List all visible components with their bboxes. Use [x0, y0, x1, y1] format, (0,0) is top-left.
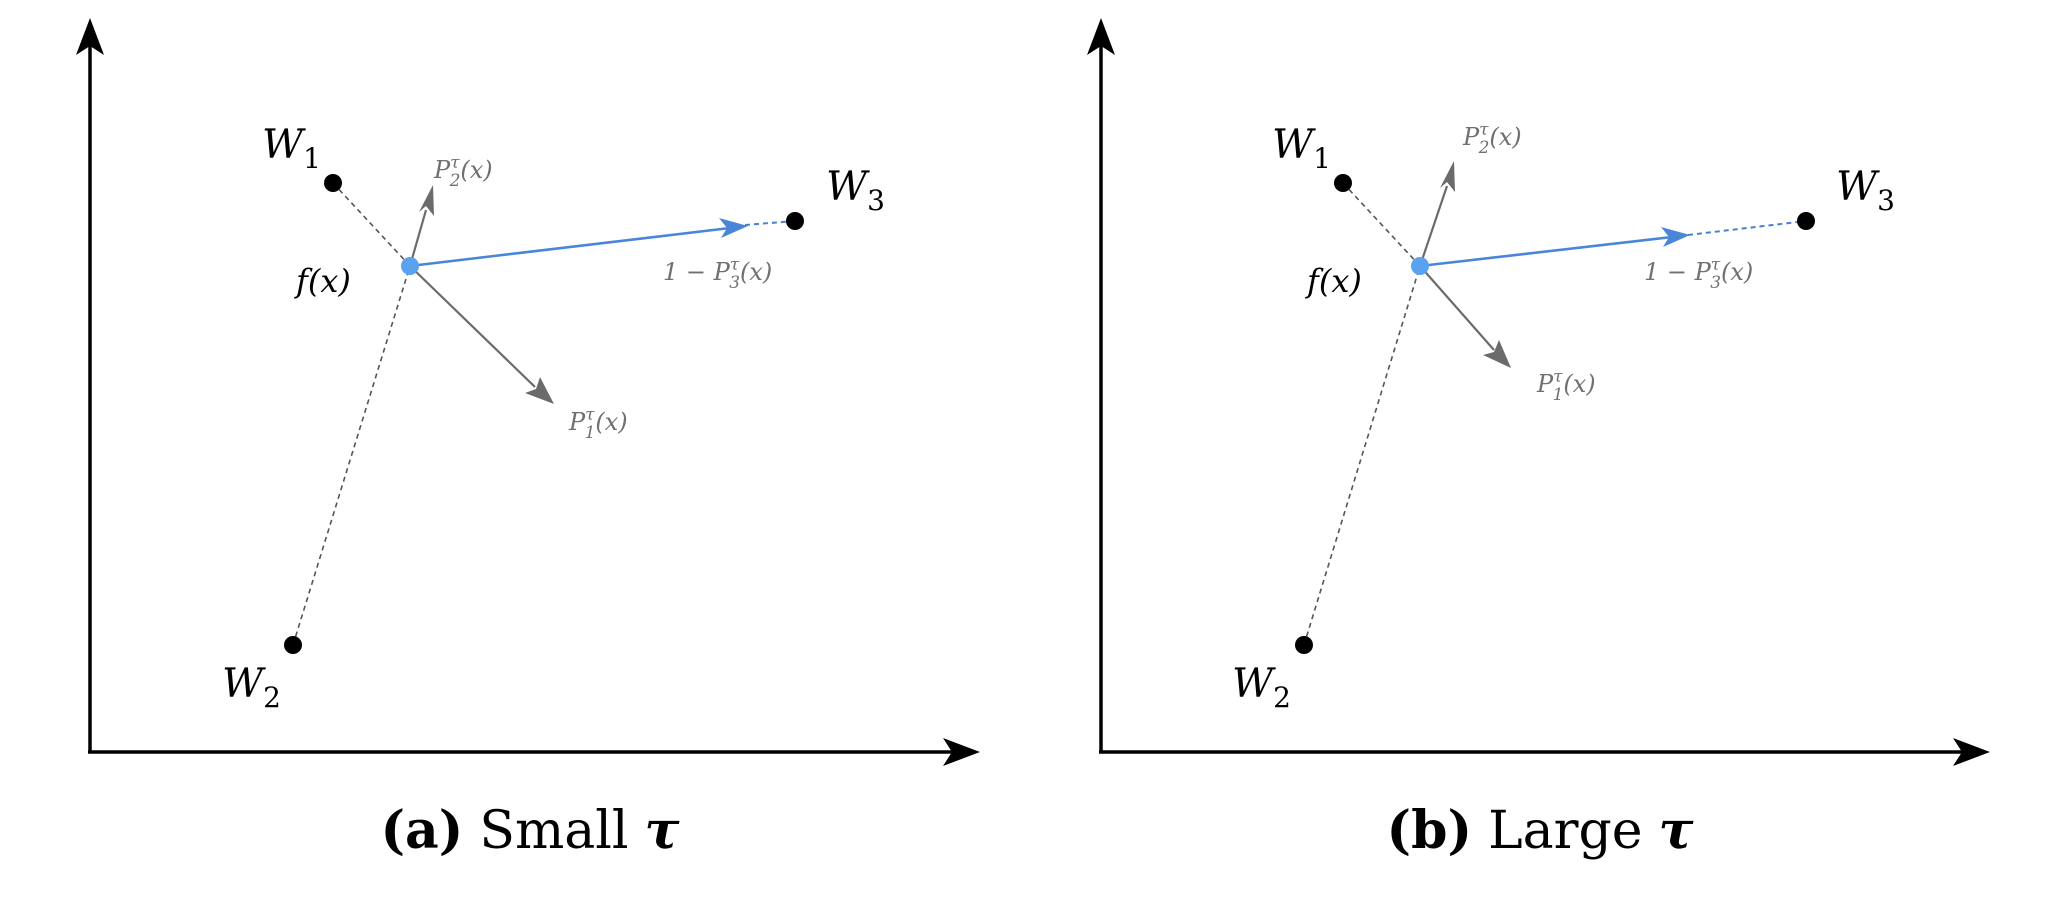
x-axis-arrow-a — [943, 738, 980, 766]
vector-p2-a — [408, 185, 434, 267]
guide-w3-b — [1687, 220, 1807, 236]
label-fx-a: f(x) — [294, 262, 351, 300]
point-w2-b — [1295, 636, 1313, 654]
point-fx-b — [1411, 257, 1429, 275]
point-w2-a — [284, 636, 302, 654]
vector-p2-b — [1418, 161, 1455, 267]
axes-b — [1087, 18, 1990, 766]
y-axis-arrow-b — [1087, 18, 1115, 55]
point-w1-a — [324, 174, 342, 192]
axes-a — [76, 18, 980, 766]
x-axis-arrow-b — [1953, 738, 1990, 766]
point-w3-b — [1797, 212, 1815, 230]
point-w3-a — [786, 212, 804, 230]
y-axis-arrow-a — [76, 18, 104, 55]
guide-w2-b — [1303, 265, 1421, 646]
label-w1-a: W1 — [262, 122, 321, 175]
label-w3-b: W3 — [1836, 164, 1895, 217]
guide-w1-a — [332, 182, 411, 267]
guide-w1-b — [1342, 182, 1421, 267]
label-fx-b: f(x) — [1305, 262, 1362, 300]
label-w2-b: W2 — [1232, 661, 1291, 714]
point-w1-b — [1334, 174, 1352, 192]
label-w2-a: W2 — [222, 661, 281, 714]
guide-w2-a — [292, 265, 411, 646]
vector-p1-b — [1419, 265, 1511, 368]
label-w3-a: W3 — [826, 164, 885, 217]
vector-p3-a — [409, 218, 748, 268]
vector-p3-b — [1419, 227, 1690, 268]
label-w1-b: W1 — [1272, 122, 1331, 175]
vector-p1-a — [409, 265, 554, 404]
point-fx-a — [401, 257, 419, 275]
